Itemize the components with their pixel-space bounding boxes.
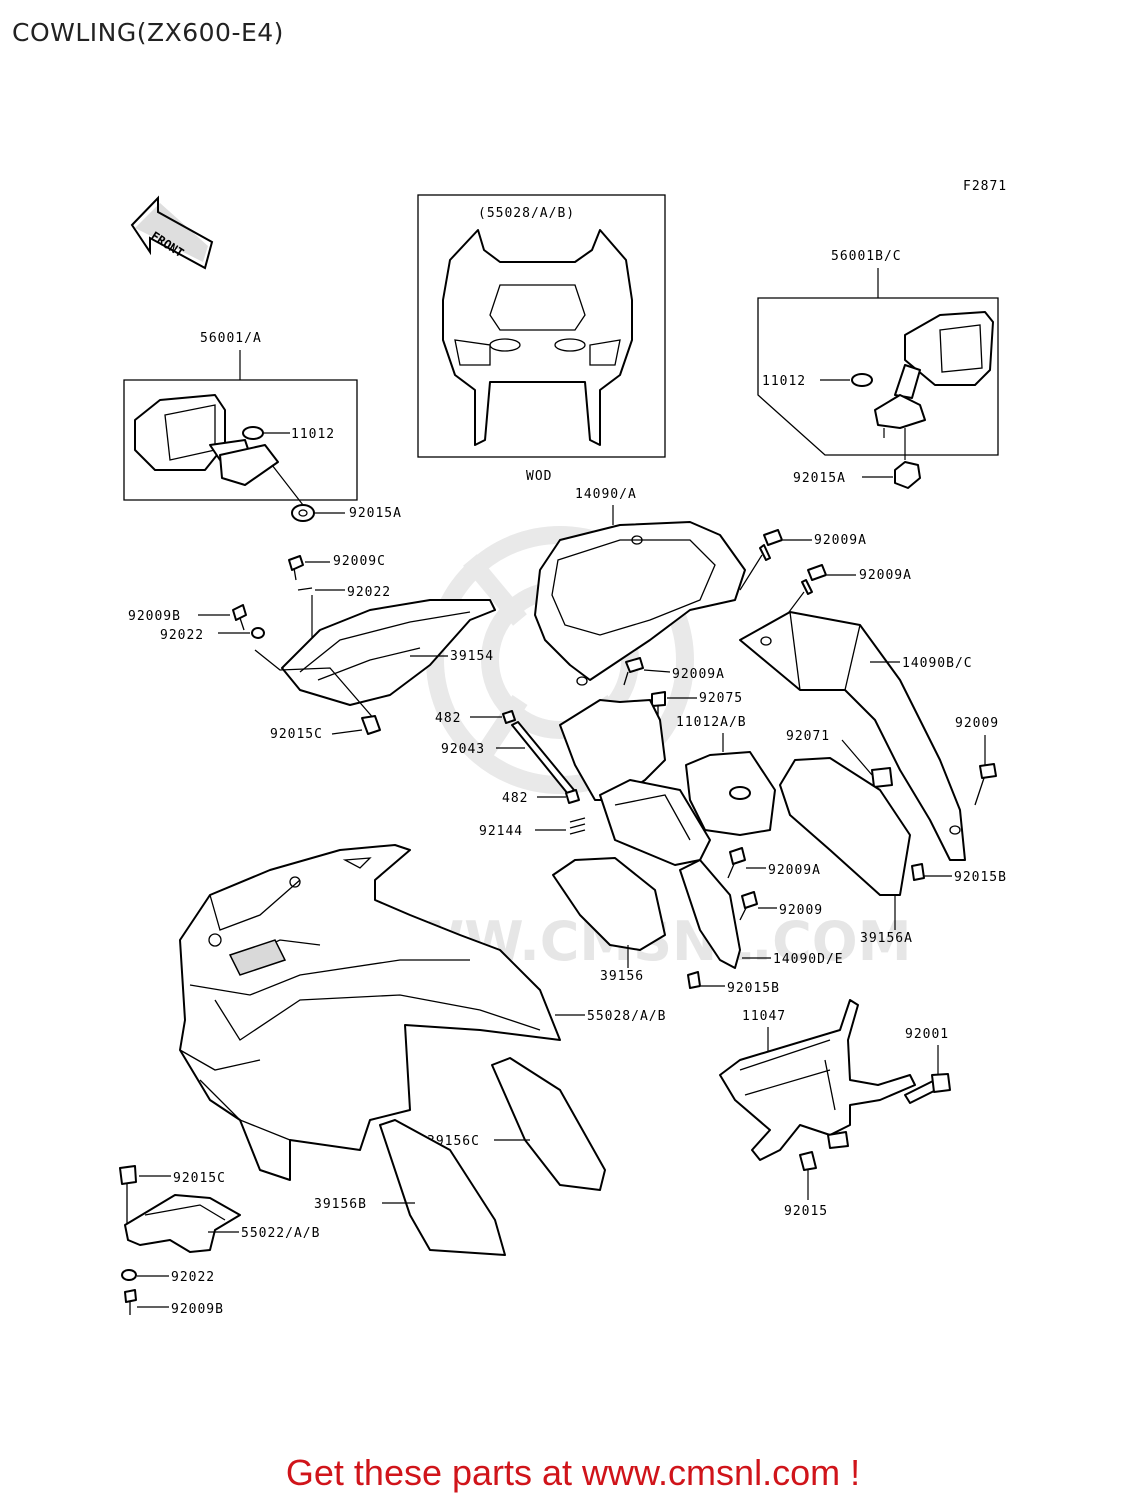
label-92022-1: 92022 [347,585,391,600]
label-92015B-2: 92015B [727,981,780,996]
right-side-cover: 14090B/C 92009 92071 92015B [739,611,1007,885]
label-92009A-2: 92009A [859,568,912,583]
label-39156B: 39156B [314,1197,367,1212]
label-11012AB: 11012A/B [676,715,747,730]
label-482-2: 482 [502,791,528,806]
label-39154: 39154 [450,649,494,664]
front-arrow-icon: FRONT [130,195,214,270]
label-92009A-1: 92009A [814,533,867,548]
label-56001BC: 56001B/C [831,249,902,264]
label-92015B-1: 92015B [954,870,1007,885]
label-11012-right: 11012 [762,374,806,389]
label-92009-2: 92009 [779,903,823,918]
label-wod: WOD [526,469,552,484]
label-92043: 92043 [441,742,485,757]
stay-parts: 482 92043 482 92144 [435,710,586,839]
main-fairing: 55028/A/B [179,844,666,1181]
label-92015A-right: 92015A [793,471,846,486]
label-92022-2: 92022 [160,628,204,643]
label-14090BC: 14090B/C [902,656,973,671]
label-92015A-left: 92015A [349,506,402,521]
windshield-group: 92009C 92022 92009B 92022 39154 92015C [128,554,496,742]
lower-bracket-group: 92015C 55022/A/B 92022 92009B [119,1165,320,1317]
label-14090DE: 14090D/E [773,952,844,967]
lower-inner-cover: 92009A 92009 14090D/E 92015B [679,847,844,996]
label-92015: 92015 [784,1204,828,1219]
label-92071: 92071 [786,729,830,744]
label-92015C-1: 92015C [270,727,323,742]
label-55028-group: (55028/A/B) [478,206,575,221]
label-92015C-2: 92015C [173,1171,226,1186]
label-482-1: 482 [435,711,461,726]
label-56001A: 56001/A [200,331,262,346]
bolt-group-upper: 92009A 92009A [739,529,912,641]
inner-panel-39156A: 39156A [779,757,913,946]
page-title: COWLING(ZX600-E4) [12,18,284,47]
inner-cover: 11012A/B [559,699,776,866]
bracket-stay: 11047 92001 92015 [719,999,951,1219]
center-fasteners: 92009A 92075 [623,657,743,715]
label-92075: 92075 [699,691,743,706]
label-11012-left: 11012 [291,427,335,442]
label-55022AB: 55022/A/B [241,1226,320,1241]
left-mirror-inset: 56001/A 11012 92015A [123,331,402,522]
label-92009B-1: 92009B [128,609,181,624]
label-14090A: 14090/A [575,487,637,502]
label-11047: 11047 [742,1009,786,1024]
footer-promo-link[interactable]: Get these parts at www.cmsnl.com ! [285,1452,861,1493]
label-92009A-4: 92009A [768,863,821,878]
right-mirror-inset: 56001B/C 11012 92015A [757,249,999,489]
label-92009B-2: 92009B [171,1302,224,1317]
label-92009-1: 92009 [955,716,999,731]
label-39156: 39156 [600,969,644,984]
label-39156A: 39156A [860,931,913,946]
lower-panels: 39156C 39156B [314,1057,606,1256]
label-92001: 92001 [905,1027,949,1042]
label-92009A-3: 92009A [672,667,725,682]
label-92022-3: 92022 [171,1270,215,1285]
label-92144: 92144 [479,824,523,839]
label-92009C: 92009C [333,554,386,569]
upper-cowl-inset: (55028/A/B) WOD [417,194,666,484]
inner-panel-39156: 39156 [552,857,666,984]
label-55028AB: 55028/A/B [587,1009,666,1024]
figure-code: F2871 [963,179,1007,194]
meter-cover: 14090/A [534,487,746,686]
